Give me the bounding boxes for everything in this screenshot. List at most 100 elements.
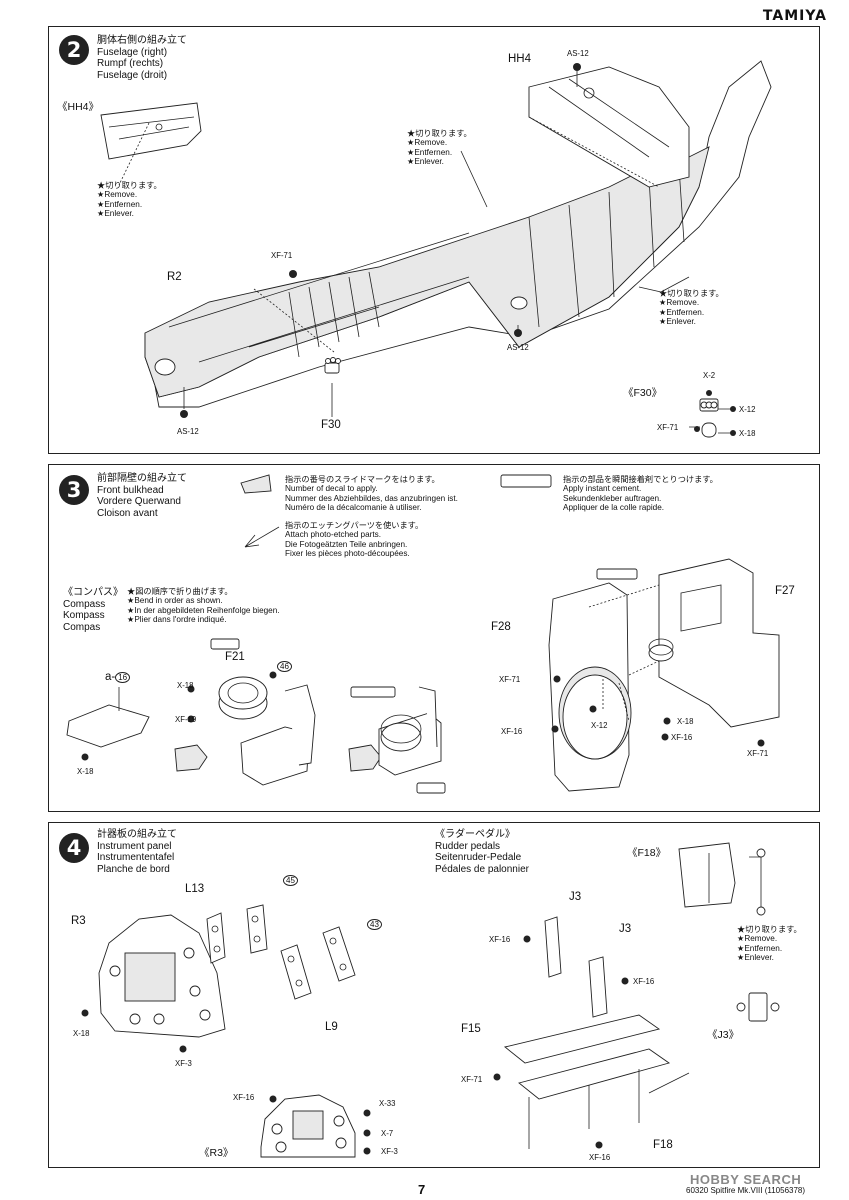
note-en: ★Remove.	[659, 298, 700, 308]
note-fr: ★Enlever.	[97, 209, 134, 219]
paint-x18-2: X-18	[77, 767, 94, 776]
part-label-f28: F28	[491, 621, 511, 633]
compass-en: Compass	[63, 598, 106, 610]
note-en: ★Remove.	[407, 138, 448, 148]
note-en: ★Remove.	[97, 190, 138, 200]
step-number: 2	[59, 35, 89, 65]
part-label-f27: F27	[775, 585, 795, 597]
note-de: ★In der abgebildeten Reihenfolge biegen.	[127, 605, 280, 615]
note-jp: 指示の番号のスライドマークをはります。	[285, 475, 440, 484]
paint-xf16: XF-16	[233, 1093, 255, 1102]
part-label-f15: F15	[461, 1023, 481, 1035]
part-label-a16: a-16	[105, 671, 131, 683]
bend-note: ★図の順序で折り曲げます。 ★Bend in order as shown. ★…	[127, 587, 280, 625]
note-en: ★Remove.	[737, 934, 778, 944]
footer-text: 60320 Spitfire Mk.VIII (11056378)	[686, 1186, 806, 1195]
note-jp: 指示のエッチングパーツを使います。	[285, 521, 424, 530]
paint-xf71-2: XF-71	[747, 749, 769, 758]
paint-xf71: XF-71	[461, 1075, 483, 1084]
step-4-panel: 4 計器板の組み立て Instrument panel Instrumenten…	[48, 822, 820, 1168]
compass-title: 《コンパス》 Compass Kompass Compas	[63, 587, 123, 633]
paint-as12-bottom-left: AS-12	[177, 427, 199, 436]
title-de: Vordere Querwand	[97, 496, 181, 507]
paint-x12: X-12	[591, 721, 608, 730]
part-label-f21: F21	[225, 651, 245, 663]
paint-xf3: XF-3	[175, 1059, 192, 1068]
paint-x12: X-12	[739, 405, 756, 414]
note-jp: ★切り取ります。	[97, 181, 162, 190]
part-label-l13: L13	[185, 883, 205, 895]
fuselage-right-illustration	[100, 60, 772, 438]
note-de: ★Entfernen.	[659, 307, 705, 317]
paint-xf71-inset: XF-71	[657, 423, 679, 432]
note-fr: ★Enlever.	[737, 953, 774, 963]
note-en: Apply instant cement.	[563, 484, 642, 494]
instrument-panel-illustration	[81, 842, 780, 1158]
part-label-l9: L9	[325, 1021, 338, 1033]
part-label-f30-inset: 《F30》	[623, 387, 663, 399]
step-title: 計器板の組み立て Instrument panel Instrumententa…	[97, 829, 177, 875]
note-de: ★Entfernen.	[407, 147, 453, 157]
part-label-f18-inset: 《F18》	[627, 847, 667, 859]
step-number: 4	[59, 833, 89, 863]
compass-de: Kompass	[63, 610, 105, 621]
paint-x18: X-18	[73, 1029, 90, 1038]
title-fr: Cloison avant	[97, 507, 158, 519]
paint-x33: X-33	[379, 1099, 396, 1108]
decal-43: 43	[367, 919, 382, 930]
rudder-pedals-title: 《ラダーペダル》 Rudder pedals Seitenruder-Pedal…	[435, 829, 529, 875]
note-de: ★Entfernen.	[737, 943, 783, 953]
part-label-r2: R2	[167, 271, 182, 283]
rudder-jp: 《ラダーペダル》	[435, 829, 515, 840]
note-fr: ★Enlever.	[659, 317, 696, 327]
remove-note: ★切り取ります。 ★Remove. ★Entfernen. ★Enlever.	[737, 925, 802, 963]
note-jp: 指示の部品を瞬間接着剤でとりつけます。	[563, 475, 718, 484]
paint-x7: X-7	[381, 1129, 394, 1138]
note-fr: Appliquer de la colle rapide.	[563, 503, 665, 513]
note-en: ★Bend in order as shown.	[127, 596, 223, 606]
part-label-r3-inset: 《R3》	[199, 1147, 234, 1159]
rudder-de: Seitenruder-Pedale	[435, 852, 522, 863]
part-label-f18: F18	[653, 1139, 673, 1151]
paint-xf16-1: XF-16	[501, 727, 523, 736]
note-fr: ★Plier dans l'ordre indiqué.	[127, 615, 227, 625]
part-label-j3-1: J3	[569, 891, 582, 903]
paint-xf19: XF-19	[175, 715, 197, 724]
note-jp: ★切り取ります。	[659, 289, 724, 298]
step-title: 前部隔壁の組み立て Front bulkhead Vordere Querwan…	[97, 473, 187, 519]
title-jp: 計器板の組み立て	[97, 829, 177, 840]
paint-xf16-pedal-3: XF-16	[589, 1153, 611, 1162]
paint-x2: X-2	[703, 371, 716, 380]
note-de: Sekundenkleber auftragen.	[563, 493, 662, 503]
step-3-panel: 3 前部隔壁の組み立て Front bulkhead Vordere Querw…	[48, 464, 820, 812]
note-fr: ★Enlever.	[407, 157, 444, 167]
paint-xf71-1: XF-71	[499, 675, 521, 684]
note-en: Number of decal to apply.	[285, 484, 378, 494]
part-prefix: a-	[105, 671, 116, 683]
paint-xf16-2: XF-16	[671, 733, 693, 742]
note-de: ★Entfernen.	[97, 199, 143, 209]
compass-fr: Compas	[63, 621, 101, 633]
decal-46: 46	[277, 661, 292, 672]
front-bulkhead-illustration	[66, 474, 780, 794]
decal-45: 45	[283, 875, 298, 886]
title-en: Front bulkhead	[97, 484, 164, 496]
brand-logo: TAMIYA	[762, 8, 827, 24]
remove-note-3: ★切り取ります。 ★Remove. ★Entfernen. ★Enlever.	[659, 289, 724, 327]
part-number: 16	[115, 672, 131, 683]
paint-as12-top: AS-12	[567, 49, 589, 58]
note-jp: ★図の順序で折り曲げます。	[127, 587, 233, 596]
watermark: HOBBY SEARCH	[690, 1172, 802, 1187]
title-jp: 胴体右側の組み立て	[97, 35, 187, 46]
part-label-j3-2: J3	[619, 923, 632, 935]
title-fr: Planche de bord	[97, 863, 170, 875]
note-de: Nummer des Abziehbildes, das anzubringen…	[285, 493, 458, 503]
note-fr: Numéro de la décalcomanie à utiliser.	[285, 503, 422, 513]
decal-note: 指示の番号のスライドマークをはります。 Number of decal to a…	[285, 475, 458, 513]
title-en: Fuselage (right)	[97, 46, 168, 58]
step-number: 3	[59, 475, 89, 505]
note-en: Attach photo-etched parts.	[285, 530, 382, 540]
page-number: 7	[418, 1182, 426, 1197]
note-de: Die Fotogeätzten Teile anbringen.	[285, 539, 408, 549]
paint-xf16-pedal-1: XF-16	[489, 935, 511, 944]
